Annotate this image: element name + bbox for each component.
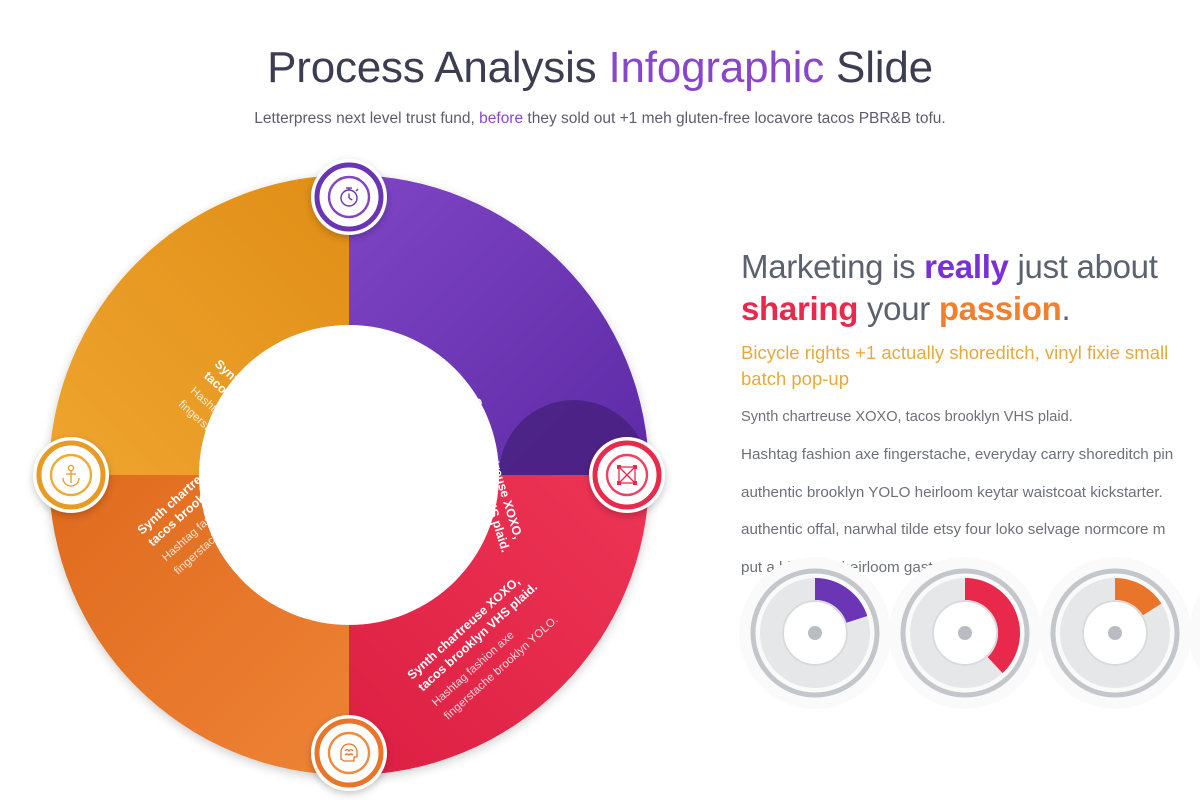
content-lead-text: Bicycle rights +1 actually shoreditch, v… (741, 342, 1169, 390)
content-body: Synth chartreuse XOXO, tacos brooklyn VH… (741, 406, 1200, 580)
badge-left[interactable] (33, 437, 109, 513)
gauge-value-arc (964, 578, 1020, 674)
gauge-1[interactable] (735, 553, 895, 713)
heading-text-1: Marketing is (741, 248, 925, 285)
anchor-icon (62, 464, 80, 487)
content-heading: Marketing is really just about sharing yo… (741, 246, 1200, 329)
segment-crimson-overlap (349, 400, 649, 775)
heading-emphasis-really: really (924, 248, 1009, 285)
gauge-value-arc (814, 578, 868, 624)
vector-nodes-icon (617, 465, 637, 485)
title-text-primary: Process Analysis (267, 43, 609, 92)
heading-emphasis-sharing: sharing (741, 289, 859, 327)
body-paragraph: Hashtag fashion axe fingerstache, everyd… (741, 446, 1174, 464)
badge-bottom[interactable] (311, 715, 387, 791)
gauge-row (735, 553, 1200, 723)
subtitle-text-2: they sold out +1 meh gluten-free locavor… (523, 109, 946, 127)
gauge-4[interactable] (1185, 553, 1200, 713)
badge-right[interactable] (589, 437, 665, 513)
slide-header: Process Analysis Infographic Slide Lette… (0, 42, 1200, 130)
body-paragraph: authentic offal, narwhal tilde etsy four… (741, 521, 1166, 539)
gauge-value-arc (1114, 578, 1162, 616)
title-text-accent: Infographic (608, 43, 825, 92)
heading-period: . (1061, 289, 1071, 327)
heading-text-2: just about (1008, 248, 1158, 285)
page-title: Process Analysis Infographic Slide (0, 42, 1200, 94)
brain-head-icon (340, 743, 358, 762)
body-paragraph: Synth chartreuse XOXO, tacos brooklyn VH… (741, 408, 1073, 425)
subtitle-text-accent: before (479, 109, 524, 127)
page-subtitle: Letterpress next level trust fund, befor… (0, 108, 1200, 130)
gauge-2[interactable] (885, 553, 1045, 713)
donut-center-hole (199, 325, 499, 625)
content-panel: Marketing is really just about sharing yo… (741, 246, 1200, 594)
gauge-3[interactable] (1035, 553, 1195, 713)
title-text-secondary: Slide (824, 43, 933, 92)
subtitle-text-1: Letterpress next level trust fund, (254, 109, 480, 127)
stopwatch-icon (340, 187, 359, 207)
heading-emphasis-passion: passion (938, 289, 1062, 327)
heading-text-3: your (858, 289, 939, 327)
process-donut-chart: Synth chartreuse XOXO, tacos brooklyn VH… (24, 150, 674, 800)
badge-top[interactable] (311, 159, 387, 235)
body-paragraph: authentic brooklyn YOLO heirloom keytar … (741, 483, 1163, 501)
